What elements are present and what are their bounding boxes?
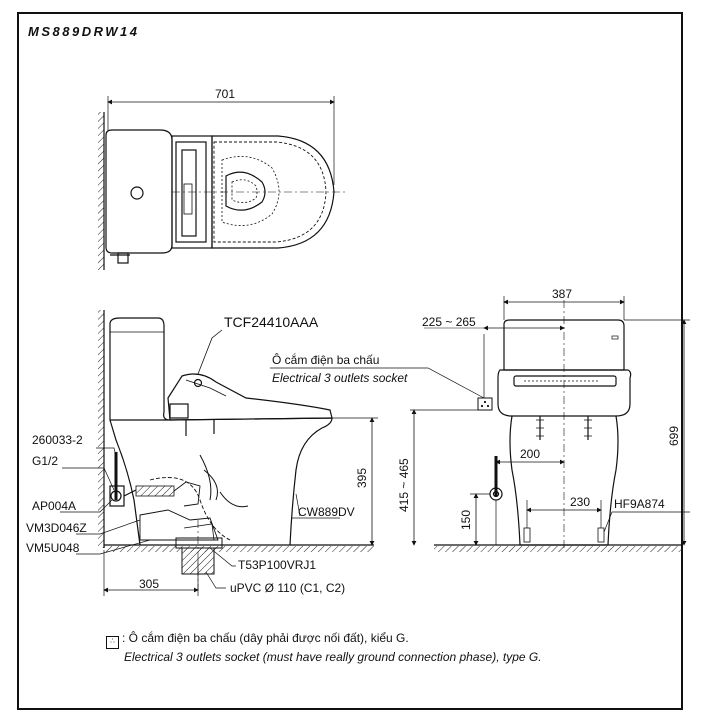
label-ap004a: AP004A bbox=[32, 499, 76, 513]
dim-inlet-height: 150 bbox=[459, 510, 473, 530]
label-260033: 260033-2 bbox=[32, 433, 83, 447]
label-vm3d: VM3D046Z bbox=[26, 521, 87, 535]
top-view bbox=[98, 96, 345, 270]
side-view bbox=[60, 310, 485, 596]
label-bowl: CW889DV bbox=[298, 505, 355, 519]
label-flange: T53P100VRJ1 bbox=[238, 558, 316, 572]
socket-icon: ∴ bbox=[106, 636, 119, 649]
model-number: MS889DRW14 bbox=[28, 24, 140, 39]
dim-bolt-spacing: 230 bbox=[570, 495, 590, 509]
dim-rear-wall: 305 bbox=[139, 577, 159, 591]
front-view bbox=[410, 296, 690, 552]
label-bolt: HF9A874 bbox=[614, 497, 665, 511]
footnote: ∴: Ô cắm điện ba chấu (dây phải được nối… bbox=[106, 630, 542, 666]
dim-seat-height: 395 bbox=[355, 468, 369, 488]
socket-label-vi: Ô cắm điện ba chấu bbox=[272, 352, 379, 367]
label-thread: G1/2 bbox=[32, 454, 58, 468]
dim-front-width: 387 bbox=[552, 287, 572, 301]
dim-inlet-offset: 200 bbox=[520, 447, 540, 461]
label-pipe: uPVC Ø 110 (C1, C2) bbox=[230, 581, 345, 595]
dim-top-width: 701 bbox=[215, 87, 235, 101]
label-vm5u: VM5U048 bbox=[26, 541, 80, 555]
footnote-vi: : Ô cắm điện ba chấu (dây phải được nối … bbox=[122, 631, 409, 645]
socket-label-en: Electrical 3 outlets socket bbox=[272, 371, 408, 385]
footnote-en: Electrical 3 outlets socket (must have r… bbox=[124, 650, 542, 664]
label-seat: TCF24410AAA bbox=[224, 314, 319, 330]
dim-socket-offset: 225 ~ 265 bbox=[422, 315, 476, 329]
dim-total-height: 699 bbox=[667, 426, 681, 446]
dim-socket-height: 415 ~ 465 bbox=[397, 458, 411, 512]
